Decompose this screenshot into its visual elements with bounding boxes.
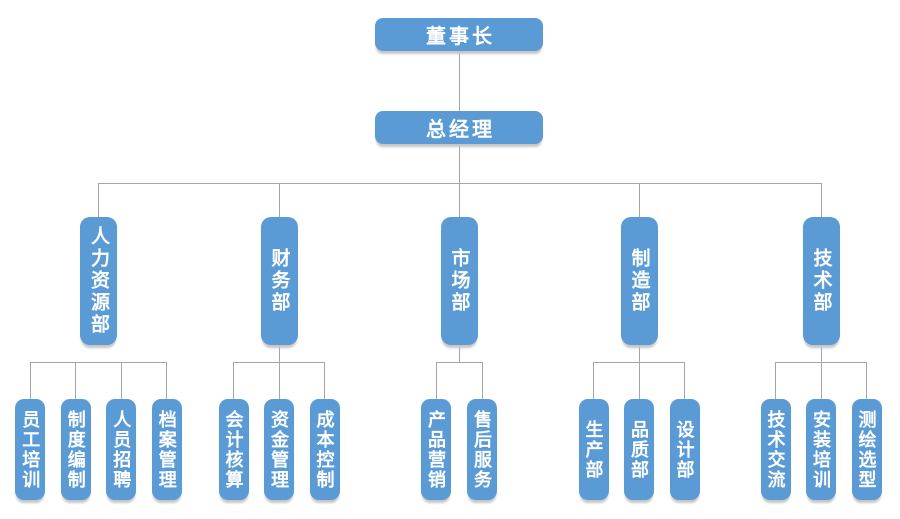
connector-line (233, 362, 234, 399)
unit-label: 产品营销 (426, 409, 446, 490)
connector-line (820, 362, 822, 399)
connector-line (458, 183, 460, 217)
unit-label: 员工培训 (20, 409, 41, 490)
unit-label: 设计部 (674, 419, 695, 480)
dept-manufacturing: 制造部 (620, 217, 658, 345)
unit-label: 会计核算 (223, 409, 244, 490)
unit-label: 资金管理 (269, 409, 289, 490)
unit-archive-management: 档案管理 (151, 399, 182, 500)
dept-label: 市场部 (448, 248, 470, 314)
connector-departments-rail (98, 183, 822, 184)
connector-line (166, 362, 168, 399)
connector-line (684, 362, 685, 399)
connector-line (638, 362, 640, 399)
connector-line (820, 183, 822, 217)
dept-human-resources: 人力资源部 (80, 217, 117, 345)
connector-line (278, 362, 280, 399)
connector-line (775, 362, 776, 399)
unit-employee-training: 员工培训 (15, 399, 46, 500)
node-general-manager-label: 总经理 (426, 119, 495, 141)
node-general-manager: 总经理 (375, 111, 543, 144)
unit-technical-exchange: 技术交流 (760, 399, 791, 500)
unit-quality-dept: 品质部 (624, 399, 654, 500)
dept-label: 制造部 (628, 248, 650, 314)
connector-line (75, 362, 77, 399)
unit-regulation-drafting: 制度编制 (60, 399, 91, 500)
connector-line (435, 362, 437, 399)
dept-technology: 技术部 (802, 217, 840, 345)
connector-line (324, 362, 325, 399)
dept-label: 人力资源部 (88, 226, 109, 336)
connector-line (820, 345, 822, 362)
unit-cost-control: 成本控制 (309, 399, 340, 500)
dept-finance: 财务部 (260, 217, 298, 345)
unit-accounting: 会计核算 (218, 399, 249, 500)
node-chairman-label: 董事长 (426, 26, 495, 48)
unit-surveying-selection: 测绘选型 (851, 399, 882, 500)
connector-line (458, 345, 460, 362)
connector-line (278, 345, 280, 362)
connector-manager-down (458, 144, 460, 183)
unit-recruitment: 人员招聘 (106, 399, 137, 500)
unit-label: 生产部 (583, 419, 604, 480)
dept-label: 技术部 (810, 248, 832, 314)
connector-hr-rail (30, 362, 167, 363)
unit-product-marketing: 产品营销 (421, 399, 451, 500)
dept-marketing: 市场部 (440, 217, 478, 345)
connector-line (638, 345, 640, 362)
connector-line (866, 362, 867, 399)
connector-line (278, 183, 280, 217)
connector-line (481, 362, 483, 399)
unit-label: 安装培训 (811, 409, 831, 490)
connector-line (593, 362, 594, 399)
unit-label: 成本控制 (314, 409, 335, 490)
connector-line (29, 362, 31, 399)
unit-fund-management: 资金管理 (264, 399, 294, 500)
unit-label: 品质部 (629, 419, 649, 480)
connector-market-rail (436, 362, 482, 363)
connector-line (120, 362, 122, 399)
unit-label: 技术交流 (765, 409, 786, 490)
unit-production-dept: 生产部 (578, 399, 609, 500)
unit-label: 制度编制 (65, 409, 86, 490)
unit-installation-training: 安装培训 (806, 399, 836, 500)
unit-design-dept: 设计部 (669, 399, 700, 500)
connector-line (98, 183, 99, 217)
unit-after-sales-service: 售后服务 (467, 399, 497, 500)
unit-label: 人员招聘 (111, 409, 132, 490)
unit-label: 售后服务 (472, 409, 492, 490)
unit-label: 档案管理 (156, 409, 177, 490)
connector-line (638, 183, 640, 217)
node-chairman: 董事长 (375, 18, 543, 51)
dept-label: 财务部 (268, 248, 290, 314)
connector-root-manager (458, 51, 460, 112)
unit-label: 测绘选型 (856, 409, 877, 490)
